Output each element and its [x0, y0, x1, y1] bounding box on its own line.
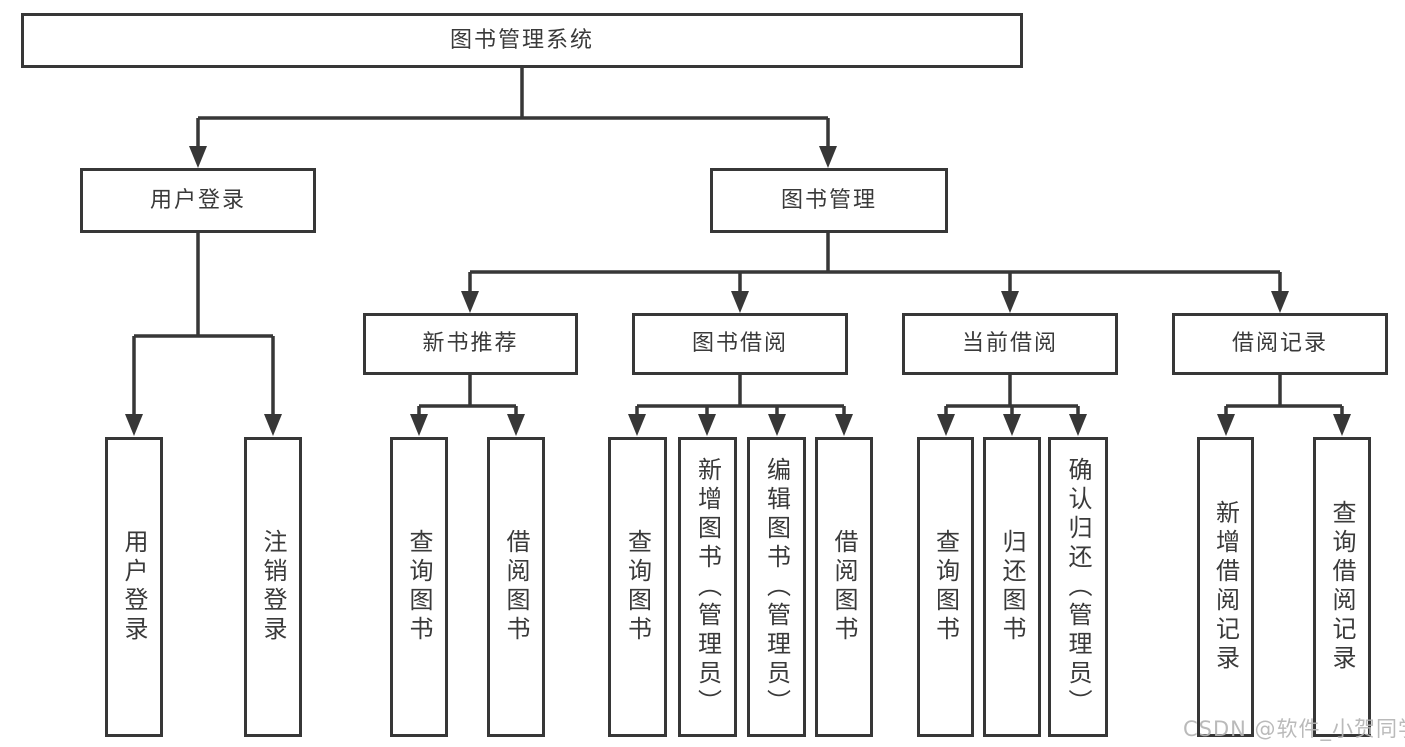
node-root: 图书管理系统: [21, 13, 1023, 68]
watermark: CSDN @软件_小贺同学: [1183, 717, 1405, 741]
edge-record-to-children: [1217, 375, 1351, 436]
leaf-user-login: 用户登录: [105, 437, 163, 737]
leaf-current-confirm-return-admin: 确认归还（管理员）: [1048, 437, 1108, 737]
edge-root-to-level2: [189, 68, 837, 168]
node-borrow-record: 借阅记录: [1172, 313, 1388, 375]
edge-book-management-to-level3: [461, 233, 1289, 313]
leaf-current-query-book: 查询图书: [917, 437, 974, 737]
leaf-borrow-borrow-book: 借阅图书: [815, 437, 873, 737]
leaf-borrow-query-book: 查询图书: [608, 437, 667, 737]
edge-borrow-to-children: [628, 375, 853, 436]
edge-user-login-to-children: [125, 233, 282, 436]
edge-recommend-to-children: [410, 375, 525, 436]
leaf-recommend-borrow-book: 借阅图书: [487, 437, 545, 737]
node-new-book-recommend: 新书推荐: [363, 313, 578, 375]
leaf-logout: 注销登录: [244, 437, 302, 737]
leaf-borrow-add-book-admin: 新增图书（管理员）: [678, 437, 737, 737]
leaf-current-return-book: 归还图书: [983, 437, 1041, 737]
leaf-borrow-edit-book-admin: 编辑图书（管理员）: [747, 437, 806, 737]
node-book-borrow: 图书借阅: [632, 313, 848, 375]
node-current-borrow: 当前借阅: [902, 313, 1118, 375]
leaf-record-query: 查询借阅记录: [1313, 437, 1371, 737]
edge-current-to-children: [937, 375, 1087, 436]
leaf-record-add: 新增借阅记录: [1197, 437, 1254, 737]
node-book-management: 图书管理: [710, 168, 948, 233]
leaf-recommend-query-book: 查询图书: [390, 437, 448, 737]
node-user-login: 用户登录: [80, 168, 316, 233]
